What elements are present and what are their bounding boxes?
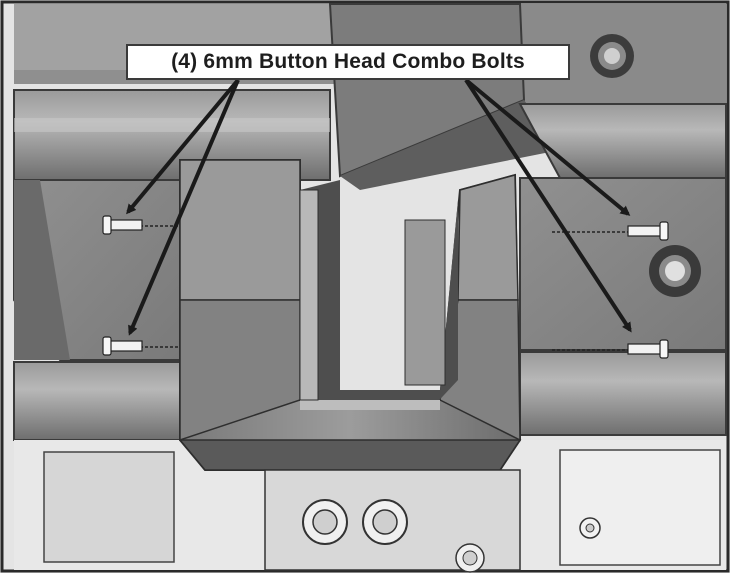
arrow-to-upper-right <box>464 78 631 216</box>
bolt-callout-label: (4) 6mm Button Head Combo Bolts <box>126 44 570 80</box>
nut-left <box>302 499 348 545</box>
arrow-to-lower-right <box>464 78 632 333</box>
nut-right <box>362 499 408 545</box>
lower-left-tube <box>13 361 181 441</box>
upper-tube <box>13 89 331 181</box>
right-side-plate <box>519 177 727 351</box>
nut-bottom <box>455 543 485 573</box>
washer-right <box>579 517 601 539</box>
receiver-channel <box>300 180 458 410</box>
arrow-to-lower-left <box>128 79 240 336</box>
arrow-to-upper-left <box>126 78 240 215</box>
bolt-lower-left <box>102 336 178 356</box>
leader-arrows <box>126 78 632 336</box>
bolt-upper-left <box>102 215 178 235</box>
lower-right-tube <box>519 351 727 436</box>
bolt-lower-right <box>552 339 669 359</box>
